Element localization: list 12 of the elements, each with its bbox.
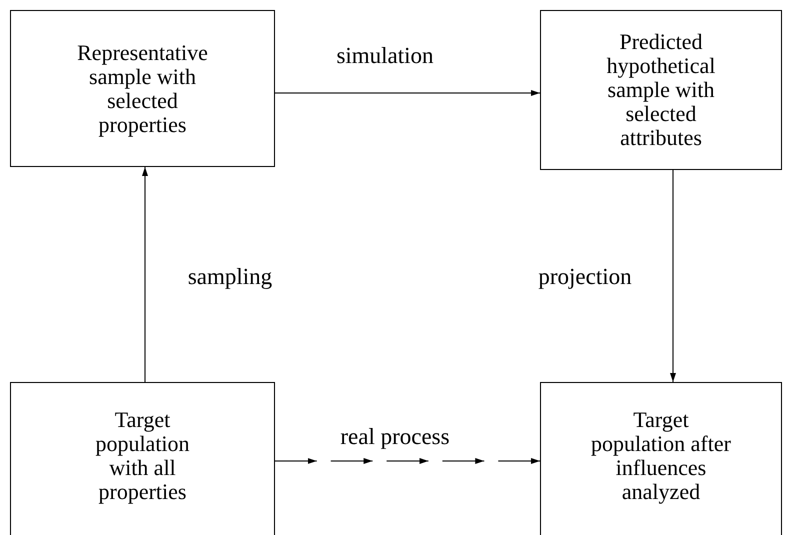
process-box xyxy=(10,10,275,167)
arrow xyxy=(670,170,676,382)
box-text: Representative sample with selected properties xyxy=(76,40,209,136)
process-box xyxy=(10,382,275,535)
arrow xyxy=(274,90,540,96)
process-box xyxy=(540,10,782,170)
box-text: Target population after influences analyzed xyxy=(590,408,732,506)
box-text: Target population with all properties xyxy=(94,408,191,506)
process-box xyxy=(540,382,782,535)
dashed-arrow xyxy=(274,458,540,464)
arrow xyxy=(142,166,148,382)
box-text: Predicted hypothetical sample with selected attributes xyxy=(606,30,716,150)
